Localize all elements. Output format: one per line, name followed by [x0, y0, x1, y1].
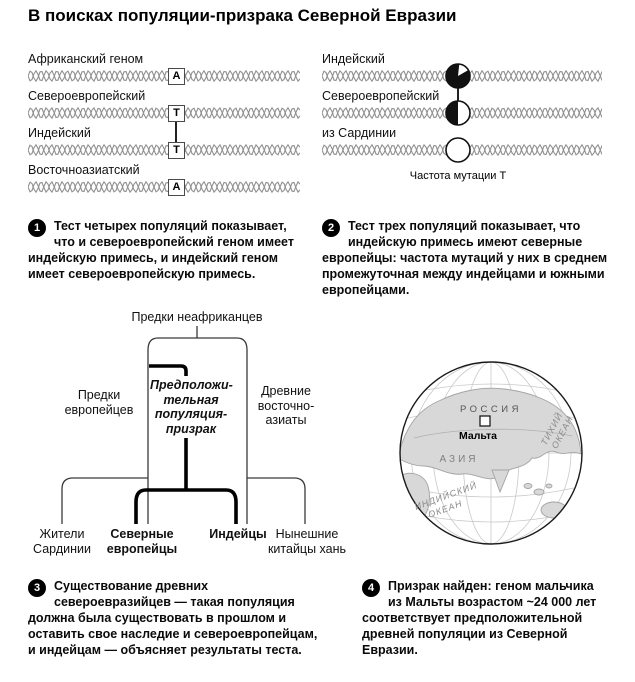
strand-label-east-asian: Восточноазиатский: [28, 163, 140, 177]
dna-helix: [27, 68, 301, 84]
dna-helix: [27, 105, 301, 121]
strand-label-native-american: Индейский: [28, 126, 91, 140]
note-2-text: Тест трех популяций показывает, что инде…: [322, 219, 608, 297]
malta-label: Мальта: [459, 430, 497, 442]
tree-leaf-native-americans: Индейцы: [209, 527, 267, 541]
strand-label-sardinian: из Сардинии: [322, 126, 397, 140]
globe-map: РОССИЯ Мальта АЗИЯ ТИХИЙ ОКЕАН ИНДИЙСКИЙ…: [399, 361, 583, 545]
allele-marker: A: [168, 68, 185, 85]
note-4-text: Призрак найден: геном мальчика из Мальты…: [362, 579, 597, 657]
strand-label-north-european: Североевропейский: [28, 89, 146, 103]
strand-label-native-american-2: Индейский: [322, 52, 385, 66]
pie-connector-line: [457, 76, 459, 113]
globe-outline: [399, 361, 583, 545]
russia-label: РОССИЯ: [460, 404, 522, 415]
note-4-badge: 4: [362, 579, 380, 597]
note-1-badge: 1: [28, 219, 46, 237]
malta-marker: [479, 415, 491, 427]
mutation-frequency-caption: Частота мутации Т: [409, 170, 507, 182]
tree-leaf-sardinians: Жители Сардинии: [33, 527, 91, 556]
allele-connector-line: [175, 113, 177, 150]
allele-marker: T: [168, 142, 185, 159]
allele-marker: T: [168, 105, 185, 122]
tree-leaf-northern-europeans: Северные европейцы: [106, 527, 178, 556]
note-2-badge: 2: [322, 219, 340, 237]
tree-leaf-han-chinese: Нынешние китайцы хань: [267, 527, 347, 556]
allele-marker: A: [168, 179, 185, 196]
tree-ghost-population-label: Предположи- тельная популяция- призрак: [150, 378, 233, 436]
dna-helix: [27, 142, 301, 158]
globe-landmass: [400, 387, 582, 525]
strand-label-north-european-2: Североевропейский: [322, 89, 440, 103]
tree-ancient-east-asians-label: Древние восточно- азиаты: [257, 384, 315, 427]
russia-border-line: [413, 428, 573, 439]
mutation-frequency-pie-half: [443, 98, 473, 128]
strand-label-african: Африканский геном: [28, 52, 144, 66]
tree-ancestors-europeans-label: Предки европейцев: [64, 388, 134, 417]
note-3-text: Существование древних североевразийцев —…: [28, 579, 318, 657]
dna-helix: [27, 179, 301, 195]
note-3-badge: 3: [28, 579, 46, 597]
mutation-frequency-pie-high: [443, 61, 473, 91]
page-title: В поисках популяции-призрака Северной Ев…: [28, 6, 457, 25]
mutation-frequency-pie-none: [443, 135, 473, 165]
asia-label: АЗИЯ: [439, 454, 478, 465]
tree-root-label: Предки неафриканцев: [131, 310, 263, 324]
note-1-text: Тест четырех популяций показывает, что и…: [28, 219, 294, 281]
